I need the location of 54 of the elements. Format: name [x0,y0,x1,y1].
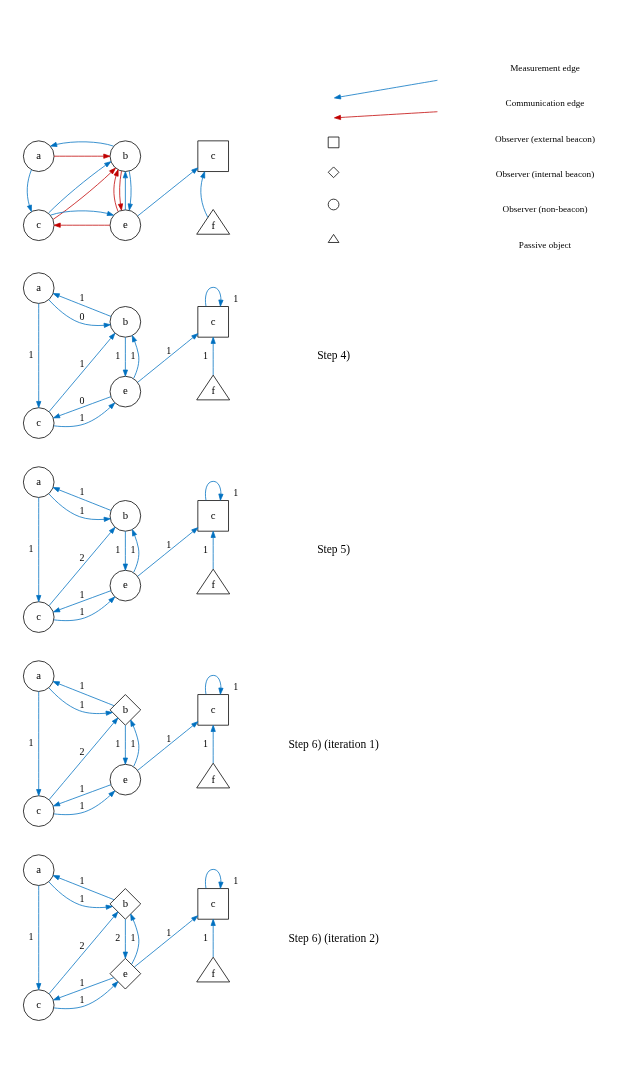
edge-label: 1 [130,932,136,944]
edge-label: 1 [233,486,239,498]
legend-label: Observer (internal beacon) [495,168,595,179]
edge-label: 1 [79,800,85,812]
edge-label: 1 [79,698,85,710]
edge-label: 1 [28,931,34,943]
edge-label: 2 [79,940,85,952]
edge-label: 1 [233,292,239,304]
edge-label: 1 [79,680,85,692]
edge-label: 1 [79,412,85,424]
edge-label: 1 [203,931,208,943]
edge-label: 1 [130,544,136,556]
edge-label: 1 [79,977,85,989]
edge-label: 1 [203,543,208,555]
edge-label: 1 [203,737,208,749]
edge-label: 1 [79,994,85,1006]
edge-label: 1 [233,680,239,692]
edge-label: 1 [79,874,85,886]
edge-label: 2 [79,552,85,564]
edge-label: 1 [115,544,121,556]
edge-label: 1 [79,358,85,370]
edge-label: 1 [79,606,85,618]
edge-label: 1 [166,539,172,551]
edge-label: 0 [79,310,85,322]
edge-label: 1 [79,892,85,904]
edge-label: 1 [79,504,85,516]
edge-label: 0 [79,395,85,407]
edge-label: 1 [79,783,85,795]
edge-label: 1 [166,733,172,745]
edge-label: 1 [115,738,121,750]
edge-label: 1 [79,589,85,601]
edge-label: 1 [130,350,136,362]
edge-label: 1 [79,486,85,498]
edge-label: 2 [79,746,85,758]
legend-label: Observer (external beacon) [495,133,596,144]
legend-label: Observer (non-beacon) [502,204,588,215]
label: Step 6) (iteration 1) [288,737,379,750]
edge-label: 1 [166,345,172,357]
edge-label: 1 [28,349,34,361]
edge-label: 1 [79,292,85,304]
edge-label: 1 [115,350,121,362]
legend-label: Measurement edge [510,63,580,74]
label: Step 4) [317,349,351,362]
edge-label: 1 [28,737,34,749]
edge-label: 1 [166,927,172,939]
legend-label: Passive object [518,239,572,250]
edge-label: 1 [130,738,136,750]
edge-label: 1 [28,543,34,555]
edge-label: 2 [115,932,121,944]
edge-label: 1 [233,874,239,886]
legend-label: Communication edge [505,98,585,109]
label: Step 5) [317,543,351,556]
edge-label: 1 [203,349,208,361]
label: Step 6) (iteration 2) [288,931,379,944]
